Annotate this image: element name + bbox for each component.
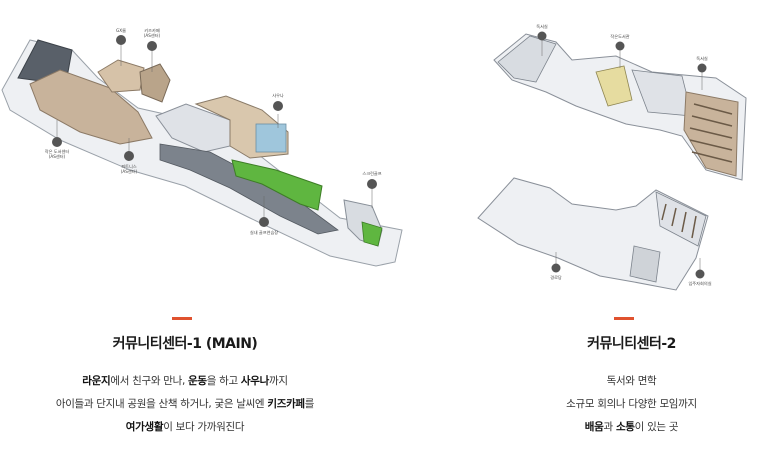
pin-kids-cafe: 키즈카페 (AS센터) (144, 27, 161, 72)
community-center-2-panel: 독서실 작은도서관 독서실 경로당 입주자회의실 (386, 0, 773, 449)
svg-text:작은 도서센터: 작은 도서센터 (45, 148, 70, 155)
description-text: 독서와 면학 (606, 375, 657, 387)
section-title: 커뮤니티센터-2 (587, 336, 676, 352)
highlight-text: 배움 (584, 421, 604, 433)
description-text: 을 하고 (206, 375, 241, 387)
svg-text:키즈카페: 키즈카페 (144, 27, 160, 34)
community-center-1-panel: GX룸 키즈카페 (AS센터) 사우나 작은 도서센터 (AS센터) (0, 0, 403, 449)
description-text: 과 (603, 421, 616, 433)
pin-reading-room-1: 독서실 (536, 23, 548, 56)
accent-bar (614, 317, 634, 320)
highlight-text: 운동 (188, 375, 207, 387)
pin-indoor-golf: 실내 골프연습장 (250, 196, 278, 236)
pin-reading-room-2: 독서실 (696, 55, 708, 90)
svg-text:작은도서관: 작은도서관 (610, 33, 629, 40)
svg-text:독서실: 독서실 (536, 23, 548, 30)
description-line: 배움과 소통이 있는 곳 (438, 416, 773, 439)
description-text: 소규모 회의나 다양한 모임까지 (566, 398, 697, 410)
description-text: 까지 (269, 375, 288, 387)
floor-plan-2: 독서실 작은도서관 독서실 경로당 입주자회의실 (386, 20, 773, 310)
svg-text:피트니스: 피트니스 (121, 163, 137, 170)
accent-bar (172, 317, 192, 320)
description-text: 이 보다 가까워진다 (163, 421, 245, 433)
pin-screen-golf: 스크린골프 (362, 170, 382, 208)
highlight-text: 소통 (615, 421, 635, 433)
svg-text:사우나: 사우나 (272, 92, 284, 99)
pin-sauna: 사우나 (272, 92, 284, 128)
svg-text:(AS센터): (AS센터) (49, 153, 66, 160)
pin-gx: GX룸 (116, 28, 126, 66)
highlight-text: 키즈카페 (267, 398, 305, 410)
description-line: 여가생활이 보다 가까워진다 (0, 416, 378, 439)
svg-text:(AS센터): (AS센터) (121, 168, 138, 175)
description-text: 이 있는 곳 (634, 421, 679, 433)
svg-text:입주자회의실: 입주자회의실 (688, 280, 711, 287)
pin-fitness: 피트니스 (AS센터) (121, 138, 138, 175)
description-text: 아이들과 단지내 공원을 산책 하거나, 궂은 날씨엔 (55, 398, 268, 410)
floor-plan-1: GX룸 키즈카페 (AS센터) 사우나 작은 도서센터 (AS센터) (0, 20, 403, 270)
description-text: 에서 친구와 만나, (110, 375, 189, 387)
description-line: 소규모 회의나 다양한 모임까지 (438, 393, 773, 416)
pin-lounge: 작은 도서센터 (AS센터) (45, 120, 70, 160)
svg-text:독서실: 독서실 (696, 55, 708, 62)
pin-senior-center: 경로당 (550, 252, 562, 280)
description-line: 라운지에서 친구와 만나, 운동을 하고 사우나까지 (0, 370, 378, 393)
description-text: 를 (304, 398, 315, 410)
description-line: 아이들과 단지내 공원을 산책 하거나, 궂은 날씨엔 키즈카페를 (0, 393, 378, 416)
highlight-text: 사우나 (240, 375, 269, 387)
highlight-text: 라운지 (82, 375, 111, 387)
pin-residents-meeting: 입주자회의실 (688, 258, 712, 287)
svg-text:경로당: 경로당 (550, 274, 562, 280)
section-title: 커뮤니티센터-1 (MAIN) (112, 336, 258, 352)
pin-small-library: 작은도서관 (610, 33, 630, 68)
svg-text:GX룸: GX룸 (116, 28, 126, 33)
description-line: 독서와 면학 (438, 370, 773, 393)
highlight-text: 여가생활 (125, 421, 164, 433)
svg-text:(AS센터): (AS센터) (144, 32, 161, 39)
svg-text:실내 골프연습장: 실내 골프연습장 (250, 229, 278, 236)
svg-text:스크린골프: 스크린골프 (362, 170, 381, 176)
